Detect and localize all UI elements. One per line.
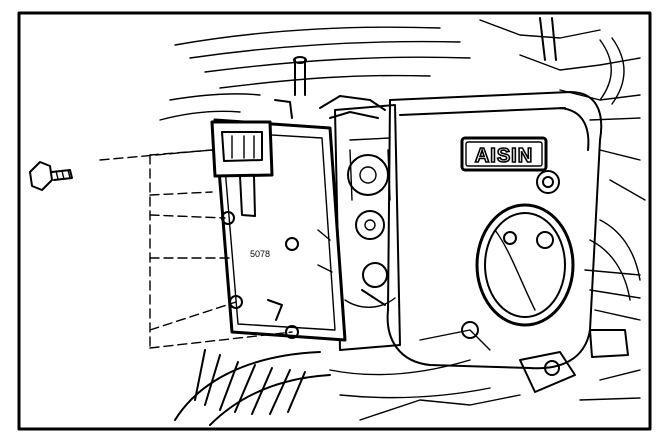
- electrical-connector: [210, 120, 274, 217]
- throttle-bore: [475, 203, 575, 327]
- lower-engine-parts: [329, 329, 641, 421]
- upper-linkage: [274, 95, 386, 119]
- vertical-pipe: [293, 56, 307, 96]
- mounting-screw: [29, 161, 73, 191]
- rear-pipe: [539, 17, 557, 61]
- part-marking: 5078: [250, 249, 270, 259]
- housing-bosses: [461, 170, 560, 339]
- right-hose: [584, 37, 641, 321]
- intake-hose: [174, 349, 331, 426]
- brand-badge: AISIN: [460, 136, 548, 172]
- engine-bay-background: [159, 19, 646, 201]
- figure-frame: [17, 11, 652, 431]
- brand-label: AISIN: [475, 145, 533, 167]
- exploded-guide-lines: [99, 149, 293, 349]
